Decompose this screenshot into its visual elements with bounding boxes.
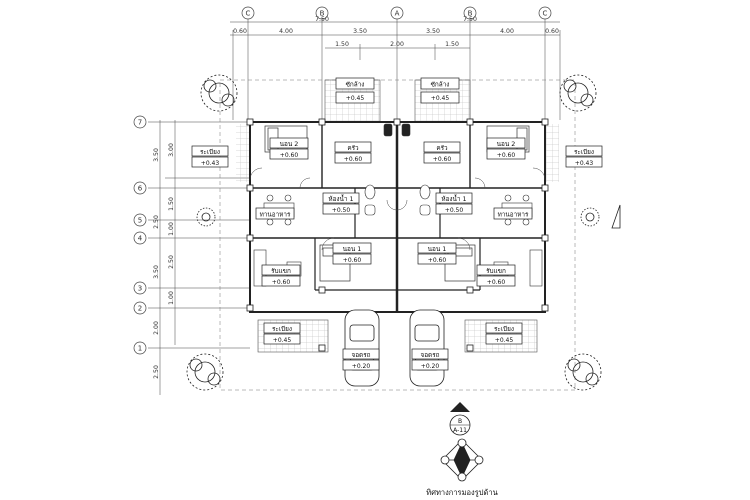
section-marker bbox=[449, 402, 471, 436]
room-name-living-left: รับแขก bbox=[271, 267, 291, 275]
room-name-carport-left: จอดรถ bbox=[351, 351, 370, 359]
room-level-terrace-bottom-right: +0.45 bbox=[495, 337, 514, 344]
left-grid-bubbles bbox=[133, 115, 147, 355]
dim-row1-2: 3.50 bbox=[353, 28, 367, 35]
grid-col-c-left: C bbox=[246, 10, 251, 18]
dim-row1-3: 3.50 bbox=[426, 28, 440, 35]
overall-dim-right: 7.50 bbox=[463, 16, 477, 23]
room-level-kitchen-left: +0.60 bbox=[344, 156, 363, 163]
room-name-terrace-bottom-right: ระเบียง bbox=[494, 325, 514, 333]
room-name-storage-left: ซักล้าง bbox=[346, 81, 365, 89]
room-name-living-right: รับแขก bbox=[486, 267, 506, 275]
section-marker-sheet: A-11 bbox=[453, 427, 467, 434]
dim-left-outer-3: 2.00 bbox=[153, 321, 160, 335]
grid-row-6: 6 bbox=[138, 185, 143, 193]
dim-left-inner-1: 1.50 bbox=[168, 197, 175, 211]
tree-bottom-left bbox=[186, 353, 224, 391]
room-name-bed1-right: นอน 1 bbox=[428, 245, 447, 253]
north-arrow-icon bbox=[611, 204, 621, 229]
grid-row-4: 4 bbox=[138, 235, 143, 243]
bathroom-fixtures bbox=[364, 123, 431, 216]
grid-col-b-right: B bbox=[468, 10, 473, 18]
door-swings bbox=[249, 167, 546, 251]
grid-row-2: 2 bbox=[138, 305, 142, 313]
landscape-trees bbox=[186, 74, 602, 391]
grid-row-3: 3 bbox=[138, 285, 142, 293]
room-level-living-right: +0.60 bbox=[487, 279, 506, 286]
room-level-bath-left: +0.50 bbox=[332, 207, 351, 214]
room-name-bed2-left: นอน 2 bbox=[280, 140, 299, 148]
dim-row1-1: 4.00 bbox=[279, 28, 293, 35]
dim-row2-0: 1.50 bbox=[335, 41, 349, 48]
room-level-terrace-top-right: +0.43 bbox=[575, 160, 594, 167]
shrub-right bbox=[580, 207, 600, 227]
room-level-bed1-right: +0.60 bbox=[428, 257, 447, 264]
room-name-terrace-top-left: ระเบียง bbox=[200, 148, 220, 156]
room-name-bath-right: ห้องน้ำ 1 bbox=[441, 194, 466, 203]
grid-row-1: 1 bbox=[138, 345, 142, 353]
room-level-storage-right: +0.45 bbox=[431, 95, 450, 102]
top-dimension-lines bbox=[230, 14, 561, 120]
grid-col-a: A bbox=[395, 10, 400, 18]
room-level-bath-right: +0.50 bbox=[445, 207, 464, 214]
grid-row-5: 5 bbox=[138, 217, 142, 225]
shrub-left bbox=[196, 207, 216, 227]
room-level-terrace-bottom-left: +0.45 bbox=[273, 337, 292, 344]
room-level-kitchen-right: +0.60 bbox=[433, 156, 452, 163]
site-boundary bbox=[219, 79, 576, 391]
room-name-dining-right: ทานอาหาร bbox=[498, 211, 529, 219]
room-name-kitchen-right: ครัว bbox=[436, 144, 448, 152]
room-name-bed2-right: นอน 2 bbox=[497, 140, 516, 148]
structural-columns bbox=[246, 118, 549, 352]
room-label-boxes bbox=[191, 77, 603, 371]
room-level-storage-left: +0.45 bbox=[346, 95, 365, 102]
dim-row2-2: 1.50 bbox=[445, 41, 459, 48]
tree-bottom-right bbox=[564, 353, 602, 391]
compass-caption: ทิศทางการมองรูปด้าน bbox=[426, 488, 497, 497]
room-name-bed1-left: นอน 1 bbox=[343, 245, 362, 253]
dim-row1-0: 0.60 bbox=[233, 28, 247, 35]
room-name-bath-left: ห้องน้ำ 1 bbox=[328, 194, 353, 203]
room-level-living-left: +0.60 bbox=[272, 279, 291, 286]
room-name-terrace-top-right: ระเบียง bbox=[574, 148, 594, 156]
dim-row2-1: 2.00 bbox=[390, 41, 404, 48]
room-name-storage-right: ซักล้าง bbox=[431, 81, 450, 89]
left-dimension-lines bbox=[148, 120, 250, 395]
room-level-bed1-left: +0.60 bbox=[343, 257, 362, 264]
room-name-terrace-bottom-left: ระเบียง bbox=[272, 325, 292, 333]
top-grid-bubbles bbox=[241, 6, 552, 20]
dim-left-inner-3: 2.50 bbox=[168, 255, 175, 269]
dim-left-inner-4: 1.00 bbox=[168, 291, 175, 305]
grid-col-b-left: B bbox=[320, 10, 325, 18]
room-name-kitchen-left: ครัว bbox=[347, 144, 359, 152]
dim-left-outer-2: 3.50 bbox=[153, 265, 160, 279]
room-level-bed2-right: +0.60 bbox=[497, 152, 516, 159]
room-level-carport-left: +0.20 bbox=[352, 363, 371, 370]
room-level-bed2-left: +0.60 bbox=[280, 152, 299, 159]
view-direction-compass-icon bbox=[440, 438, 484, 482]
grid-row-7: 7 bbox=[138, 119, 142, 127]
overall-dim-left: 7.50 bbox=[315, 16, 329, 23]
room-name-dining-left: ทานอาหาร bbox=[260, 211, 291, 219]
dim-row1-4: 4.00 bbox=[500, 28, 514, 35]
room-level-carport-right: +0.20 bbox=[421, 363, 440, 370]
room-name-carport-right: จอดรถ bbox=[420, 351, 439, 359]
tree-top-left bbox=[200, 74, 238, 112]
dim-left-inner-2: 1.00 bbox=[168, 222, 175, 236]
dim-left-outer-1: 2.50 bbox=[153, 215, 160, 229]
dim-left-outer-0: 3.50 bbox=[153, 148, 160, 162]
dim-left-inner-0: 3.00 bbox=[168, 143, 175, 157]
room-level-terrace-top-left: +0.43 bbox=[201, 160, 220, 167]
tree-top-right bbox=[559, 74, 597, 112]
grid-col-c-right: C bbox=[543, 10, 548, 18]
dim-left-outer-4: 2.50 bbox=[153, 365, 160, 379]
section-marker-letter: B bbox=[458, 418, 462, 425]
parked-cars bbox=[344, 309, 445, 387]
dim-row1-5: 0.60 bbox=[545, 28, 559, 35]
